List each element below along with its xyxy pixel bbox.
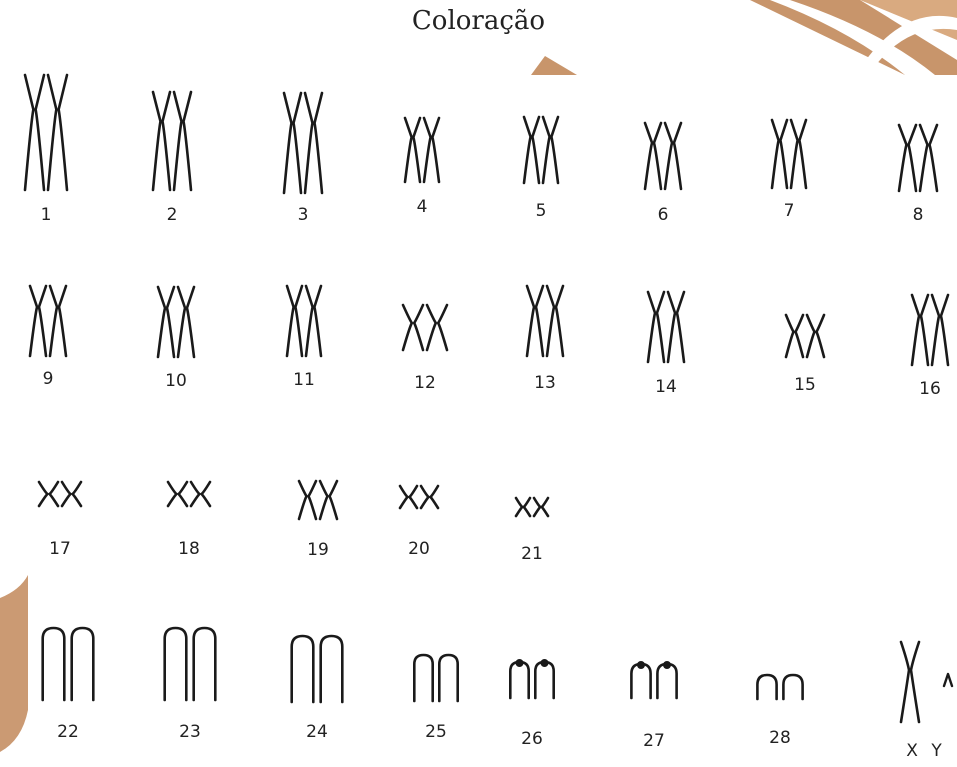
chromosome-label: X Y: [906, 741, 941, 761]
chromosome-label: 5: [536, 201, 547, 221]
centromere-dot: [516, 659, 524, 667]
chromosome-label: 19: [307, 540, 329, 560]
chromosome-label: 7: [784, 201, 795, 221]
chromosome-label: 27: [643, 731, 665, 751]
chromosome-pair-16: [912, 295, 948, 365]
chromosome-label: 22: [57, 722, 79, 742]
chromosome-pair-21: [516, 498, 548, 516]
chromosome-pair-28: [757, 675, 802, 699]
chromosome-label: 6: [658, 205, 669, 225]
chromosome-pair-5: [524, 117, 558, 183]
chromosome-pair-7: [772, 120, 806, 188]
chromosome-pair-4: [405, 118, 439, 182]
chromosome-pair-20: [400, 486, 438, 508]
chromosome-label: 15: [794, 375, 816, 395]
chromosome-label: 18: [178, 539, 200, 559]
chromosome-pair-19: [299, 481, 337, 519]
chromosome-pair-17: [39, 482, 81, 506]
chromosome-label: 25: [425, 722, 447, 742]
chromosome-pair-27: [631, 661, 676, 698]
chromosome-label: 9: [43, 369, 54, 389]
chromosome-label: 21: [521, 544, 543, 564]
chromosome-label: 14: [655, 377, 677, 397]
chromosome-label: 11: [293, 370, 315, 390]
chromosome-label: 10: [165, 371, 187, 391]
chromosome-label: 12: [414, 373, 436, 393]
chromosome-label: 1: [41, 205, 52, 225]
chromosome-pair-1: [25, 75, 67, 190]
chromosome-pair-3: [284, 93, 322, 193]
chromosome-label: 23: [179, 722, 201, 742]
chromosome-label: 3: [298, 205, 309, 225]
chromosome-pair-x-y: [901, 642, 952, 722]
chromosome-label: 17: [49, 539, 71, 559]
chromosome-pair-12: [403, 305, 447, 350]
chromosome-pair-15: [786, 315, 824, 357]
chromosome-pair-14: [648, 292, 684, 362]
chromosome-pair-8: [899, 125, 937, 191]
chromosome-label: 13: [534, 373, 556, 393]
chromosome-pair-11: [287, 286, 321, 356]
chromosome-pair-9: [30, 286, 66, 356]
centromere-dot: [663, 661, 671, 669]
chromosome-pair-18: [168, 482, 210, 506]
chromosome-pair-26: [510, 659, 553, 698]
chromosome-pair-25: [414, 655, 457, 701]
chromosome-label: 8: [913, 205, 924, 225]
chromosome-label: 20: [408, 539, 430, 559]
chromosome-pair-22: [43, 628, 94, 700]
chromosome-label: 26: [521, 729, 543, 749]
chromosome-pair-13: [527, 286, 563, 356]
chromosome-pair-2: [153, 92, 191, 190]
chromosome-label: 24: [306, 722, 328, 742]
chromosome-pair-10: [158, 287, 194, 357]
chromosome-pair-6: [645, 123, 681, 189]
centromere-dot: [541, 659, 549, 667]
chromosome-label: 2: [167, 205, 178, 225]
chromosome-label: 16: [919, 379, 941, 399]
chromosome-pair-24: [292, 636, 343, 702]
chromosome-label: 28: [769, 728, 791, 748]
chromosome-label: 4: [417, 197, 428, 217]
chromosome-pair-23: [165, 628, 216, 700]
centromere-dot: [637, 661, 645, 669]
